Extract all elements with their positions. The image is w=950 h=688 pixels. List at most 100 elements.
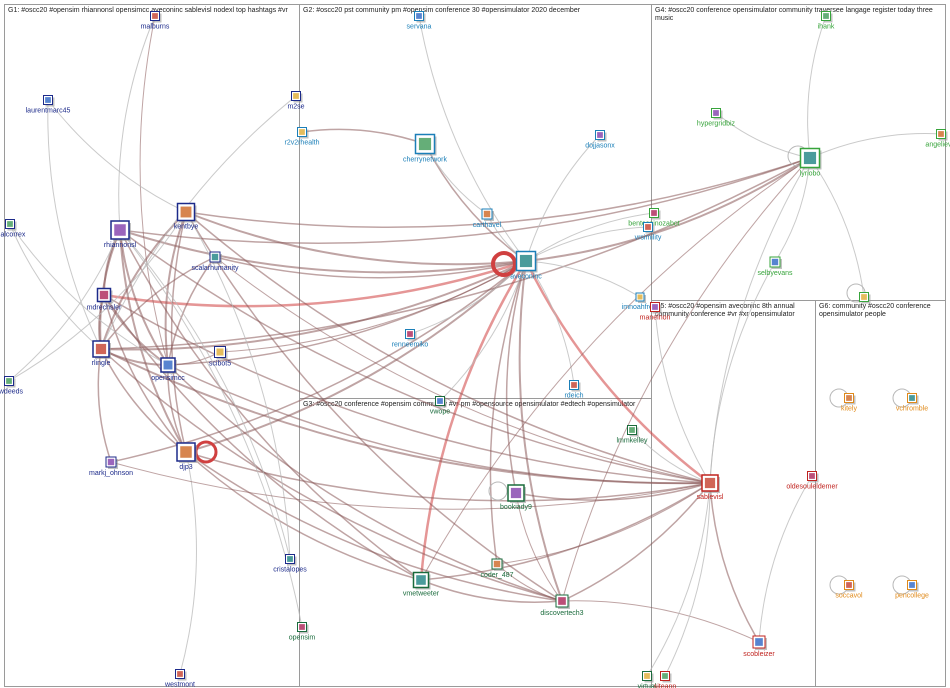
avatar-image <box>287 556 293 562</box>
avatar-image <box>909 395 915 401</box>
node-g4self[interactable] <box>860 293 871 304</box>
edge-siteann-sablevisl <box>665 483 710 676</box>
node-markj_ohnson[interactable]: markj_ohnson <box>89 457 133 477</box>
group-box-g6 <box>816 301 946 687</box>
edge-rhiannonsl-lyriobo <box>120 158 810 243</box>
avatar-image <box>164 361 173 370</box>
node-label: hypergridbiz <box>697 121 736 128</box>
avatar-image <box>846 395 852 401</box>
node-label: discovertech3 <box>540 610 583 617</box>
edge-lyriobo-discovertech3 <box>562 158 810 601</box>
avatar-image <box>96 344 106 354</box>
avatar-image <box>645 224 651 230</box>
group-title-g2: G2: #oscc20 pst community pm #opensim co… <box>303 7 581 14</box>
node-label: aveconinc <box>510 274 542 281</box>
node-dojjasonx[interactable]: dojjasonx <box>585 131 615 150</box>
node-laurentmarc45[interactable]: laurentmarc45 <box>26 96 71 115</box>
group-title-g6-line-2: opensimulator people <box>819 311 886 318</box>
group-title-g5-line-1: G5: #oscc20 #opensim aveconinc 8th annua… <box>655 303 795 310</box>
avatar-image <box>511 488 521 498</box>
node-rhiannonsl[interactable]: rhiannonsl <box>104 221 137 249</box>
avatar-image <box>651 210 657 216</box>
node-ihank[interactable]: ihank <box>818 12 835 31</box>
node-angelievw[interactable]: angelievw <box>925 130 950 149</box>
edge-sablevisl-scobleizer <box>710 483 759 642</box>
edge-lyriobo-sablevisl <box>710 158 810 483</box>
node-label: rlingle <box>92 360 111 367</box>
node-djp3[interactable]: djp3 <box>177 443 197 471</box>
avatar-image <box>804 152 816 164</box>
node-label: angelievw <box>925 142 950 149</box>
avatar-image <box>755 638 763 646</box>
node-label: rhiannonsl <box>104 242 137 249</box>
node-label: coder_487 <box>480 572 513 579</box>
edge-vmetweeter-discovertech3 <box>421 580 562 602</box>
node-westmont[interactable]: westmont <box>164 670 195 688</box>
group-title-g5: G5: #oscc20 #opensim aveconinc 8th annua… <box>655 303 797 318</box>
node-siteann[interactable]: siteann <box>654 672 677 688</box>
avatar-image <box>597 132 603 138</box>
node-pencollege[interactable]: pencollege <box>895 581 929 600</box>
avatar-image <box>846 582 852 588</box>
node-rlingle[interactable]: rlingle <box>92 341 111 367</box>
group-title-g3: G3: #oscc20 conference #opensim communit… <box>303 401 636 408</box>
group-title-g4: G4: #oscc20 conference opensimulator com… <box>655 7 935 22</box>
node-label: lmmkelley <box>616 438 648 445</box>
node-kentbye[interactable]: kentbye <box>174 204 199 231</box>
node-label: dojjasonx <box>585 143 615 150</box>
edge-selbyevans-sablevisl <box>710 262 775 483</box>
node-soccavol[interactable]: soccavol <box>835 581 863 600</box>
avatar-image <box>419 138 431 150</box>
avatar-image <box>114 224 126 236</box>
node-kitely[interactable]: kitely <box>841 394 857 413</box>
node-renneemiko[interactable]: renneemiko <box>392 330 429 349</box>
node-malburns[interactable]: malburns <box>141 12 170 31</box>
node-scalarhumanity[interactable]: scalarhumanity <box>191 252 239 272</box>
avatar-image <box>416 13 422 19</box>
edge-aveconinc-sablevisl <box>526 261 710 483</box>
node-scibot5[interactable]: scibot5 <box>209 347 231 368</box>
node-label: siteann <box>654 684 677 688</box>
node-label: scobleizer <box>743 651 775 658</box>
avatar-image <box>520 255 532 267</box>
node-vchromble[interactable]: vchromble <box>896 394 928 413</box>
avatar-image <box>181 207 192 218</box>
node-servana[interactable]: servana <box>407 12 432 31</box>
edge-kentbye-aveconinc <box>186 212 526 264</box>
node-lyriobo[interactable]: lyriobo <box>800 149 822 178</box>
node-label: kitely <box>841 406 857 413</box>
edge-cherrynetwork-r2v2rhealth <box>302 129 425 144</box>
node-rdeich[interactable]: rdeich <box>564 381 583 400</box>
node-oldesouleldemer[interactable]: oldesouleldemer <box>786 472 838 491</box>
avatar-image <box>45 97 51 103</box>
node-dwdeeds[interactable]: dwdeeds <box>0 377 24 396</box>
avatar-image <box>571 382 577 388</box>
node-scobleizer[interactable]: scobleizer <box>743 636 775 658</box>
node-opensim[interactable]: opensim <box>289 623 316 642</box>
node-label: bookiady9 <box>500 504 532 511</box>
avatar-image <box>416 575 426 585</box>
node-label: vchromble <box>896 406 928 413</box>
avatar-image <box>180 446 192 458</box>
node-lmmkelley[interactable]: lmmkelley <box>616 426 648 445</box>
node-malcorrex[interactable]: malcorrex <box>0 220 26 239</box>
node-label: scalarhumanity <box>191 265 239 272</box>
node-mdrechsler[interactable]: mdrechsler <box>87 289 122 312</box>
edges-layer <box>9 16 941 676</box>
node-selbyevans[interactable]: selbyevans <box>757 257 793 277</box>
node-label: ihank <box>818 24 835 31</box>
group-title-g5-line-2: community conference #vr #xr opensimulat… <box>655 311 795 318</box>
node-hypergridbiz[interactable]: hypergridbiz <box>697 109 736 128</box>
avatar-image <box>823 13 829 19</box>
edge-g4self-lyriobo <box>810 158 864 297</box>
group-title-g6-line-1: G6: community #oscc20 conference <box>819 303 931 310</box>
avatar-image <box>293 93 299 99</box>
avatar-image <box>705 478 715 488</box>
avatar-image <box>809 473 815 479</box>
node-label: vmetweeter <box>403 591 440 598</box>
node-label: manelnon <box>640 315 671 322</box>
edge-kentbye-lyriobo <box>186 158 810 227</box>
node-bookiady9[interactable]: bookiady9 <box>500 485 532 511</box>
node-cristalopes[interactable]: cristalopes <box>273 555 307 574</box>
